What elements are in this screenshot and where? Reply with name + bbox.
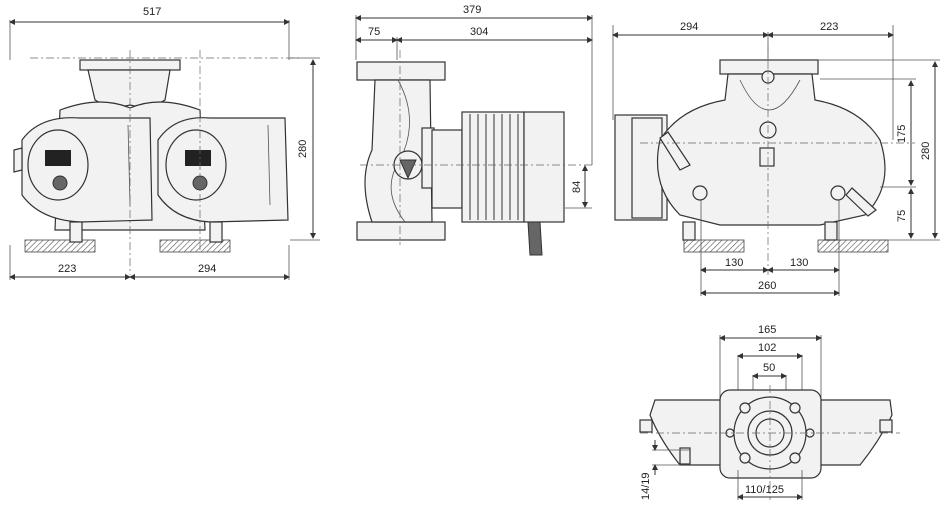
dim-outer-width: 165 bbox=[758, 324, 776, 336]
dim-bore: 50 bbox=[763, 362, 775, 374]
dim-overall-width: 517 bbox=[143, 6, 161, 18]
dim-left-offset: 223 bbox=[58, 263, 76, 275]
front-view: 517 280 bbox=[9, 6, 320, 280]
dim-motor-part: 304 bbox=[470, 26, 488, 38]
dim-height: 280 bbox=[297, 140, 309, 158]
dim-center-height: 84 bbox=[571, 181, 583, 193]
side-view: 379 75 304 84 bbox=[355, 4, 595, 256]
dim-right-foot: 130 bbox=[790, 257, 808, 269]
flange-view: 165 102 50 110/125 14/19 bbox=[639, 324, 900, 500]
dim-left-foot: 130 bbox=[725, 257, 743, 269]
dim-left-span: 294 bbox=[680, 21, 698, 33]
dim-bolt-holes: 110/125 bbox=[745, 484, 784, 496]
dim-upper-height: 175 bbox=[896, 125, 908, 143]
dim-bolt-circle: 102 bbox=[758, 342, 776, 354]
dim-right-span: 223 bbox=[820, 21, 838, 33]
dim-total-height: 280 bbox=[920, 142, 932, 160]
dim-right-offset: 294 bbox=[198, 263, 216, 275]
dim-hole-size: 14/19 bbox=[640, 472, 652, 500]
rear-view: 294 223 280 175 75 bbox=[612, 21, 940, 296]
motor-fins bbox=[469, 114, 519, 220]
dim-flange-part: 75 bbox=[368, 26, 380, 38]
dim-foot-span: 260 bbox=[758, 280, 776, 292]
dim-overall-length: 379 bbox=[463, 4, 481, 16]
dim-lower-height: 75 bbox=[896, 210, 908, 222]
